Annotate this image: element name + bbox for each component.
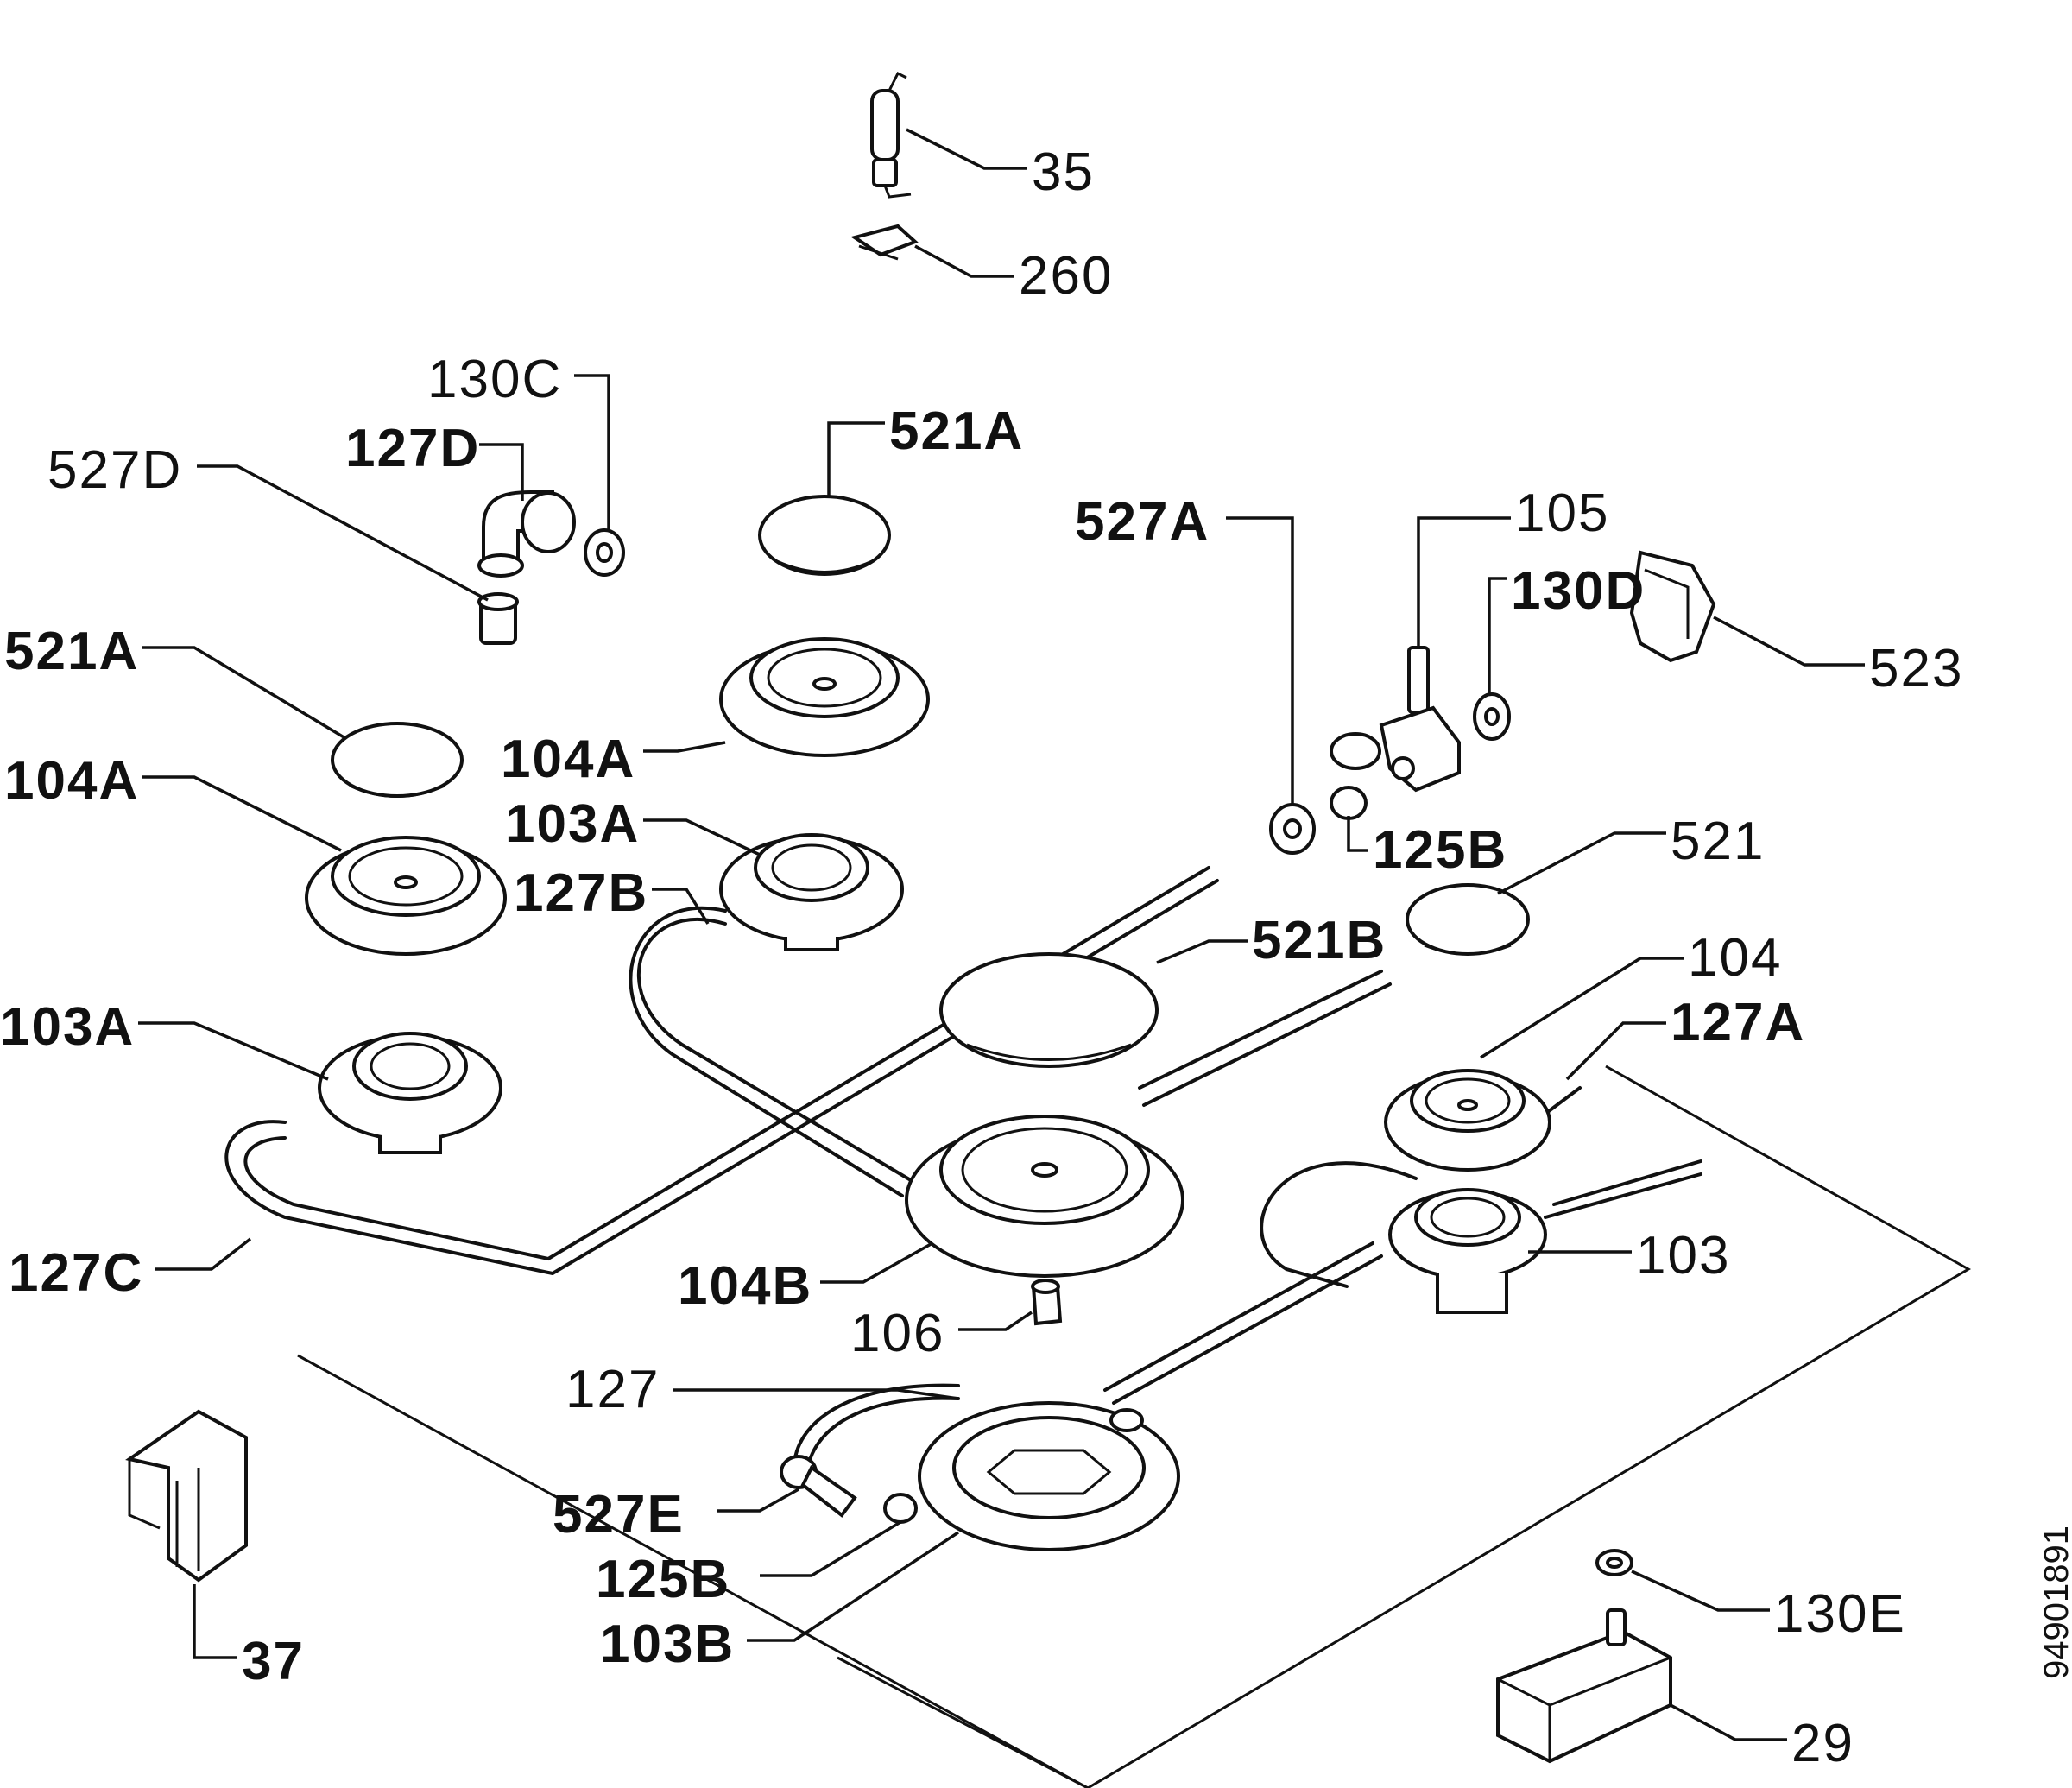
washer-130E <box>1595 1549 1633 1576</box>
label-521A-left: 521A <box>4 622 139 681</box>
label-35: 35 <box>1032 142 1095 202</box>
burner-base-103 <box>1388 1188 1547 1314</box>
spark-plug-35 <box>870 71 912 199</box>
label-130D: 130D <box>1511 561 1646 621</box>
label-127B: 127B <box>514 863 648 923</box>
label-260: 260 <box>1019 246 1113 306</box>
label-104A-left: 104A <box>4 751 139 811</box>
clip-260 <box>850 224 919 261</box>
hob-outline <box>297 1065 1972 1788</box>
burner-base-103A-left <box>318 1032 502 1154</box>
burner-crown-104A-left <box>305 836 507 956</box>
label-103B: 103B <box>600 1614 735 1674</box>
label-527A: 527A <box>1075 492 1210 552</box>
label-104A-mid: 104A <box>501 730 635 789</box>
label-130C: 130C <box>427 350 562 409</box>
label-521B: 521B <box>1252 911 1387 970</box>
injector-106 <box>1031 1279 1063 1326</box>
washer-130D <box>1473 692 1511 741</box>
burner-base-103B <box>918 1401 1180 1551</box>
nut-527A <box>1269 803 1316 855</box>
burner-cap-521A-left <box>331 722 464 798</box>
gas-pipes <box>224 866 1702 1474</box>
label-127A: 127A <box>1671 993 1805 1052</box>
label-521: 521 <box>1671 812 1765 871</box>
label-104: 104 <box>1688 928 1782 988</box>
label-103: 103 <box>1636 1226 1730 1286</box>
bracket-523 <box>1629 550 1716 663</box>
label-130E: 130E <box>1774 1584 1906 1644</box>
label-29: 29 <box>1791 1714 1854 1773</box>
connector-527E <box>780 1455 857 1518</box>
label-105: 105 <box>1515 483 1609 543</box>
label-125B-top: 125B <box>1373 820 1507 880</box>
injector-125B-bottom <box>883 1493 918 1524</box>
label-127D: 127D <box>345 419 480 478</box>
label-523: 523 <box>1869 639 1963 698</box>
terminal-block-37 <box>125 1409 248 1583</box>
label-527E: 527E <box>553 1485 685 1545</box>
gas-tap-105 <box>1330 646 1461 793</box>
burner-cap-521B <box>939 952 1159 1068</box>
drawing-code: 94901891 <box>2037 1526 2072 1679</box>
burner-crown-104B <box>905 1115 1184 1278</box>
label-125B-bottom: 125B <box>596 1550 730 1609</box>
label-521A-top: 521A <box>889 401 1024 461</box>
label-103A-left: 103A <box>0 997 135 1057</box>
label-106: 106 <box>850 1304 944 1363</box>
burner-crown-104A-mid <box>719 637 930 757</box>
label-103A-mid: 103A <box>505 794 640 854</box>
label-37: 37 <box>242 1632 305 1691</box>
label-127C: 127C <box>9 1243 143 1303</box>
label-527D: 527D <box>47 440 182 500</box>
nut-527D <box>477 592 519 645</box>
burner-crown-104 <box>1384 1069 1551 1172</box>
washer-130C <box>584 528 625 577</box>
part-labels: 35 260 130C 127D 527D 521A 521A 104A 104… <box>0 142 1963 1773</box>
ignition-generator-29 <box>1496 1608 1672 1764</box>
label-127: 127 <box>565 1360 660 1419</box>
burner-cap-521A-top <box>758 495 891 576</box>
injector-125B-top <box>1330 786 1368 820</box>
elbow-fitting-127D <box>477 490 576 578</box>
burner-cap-521 <box>1406 883 1530 956</box>
burner-base-103A-mid <box>719 833 904 951</box>
leader-lines <box>138 128 1865 1741</box>
label-104B: 104B <box>678 1256 812 1316</box>
